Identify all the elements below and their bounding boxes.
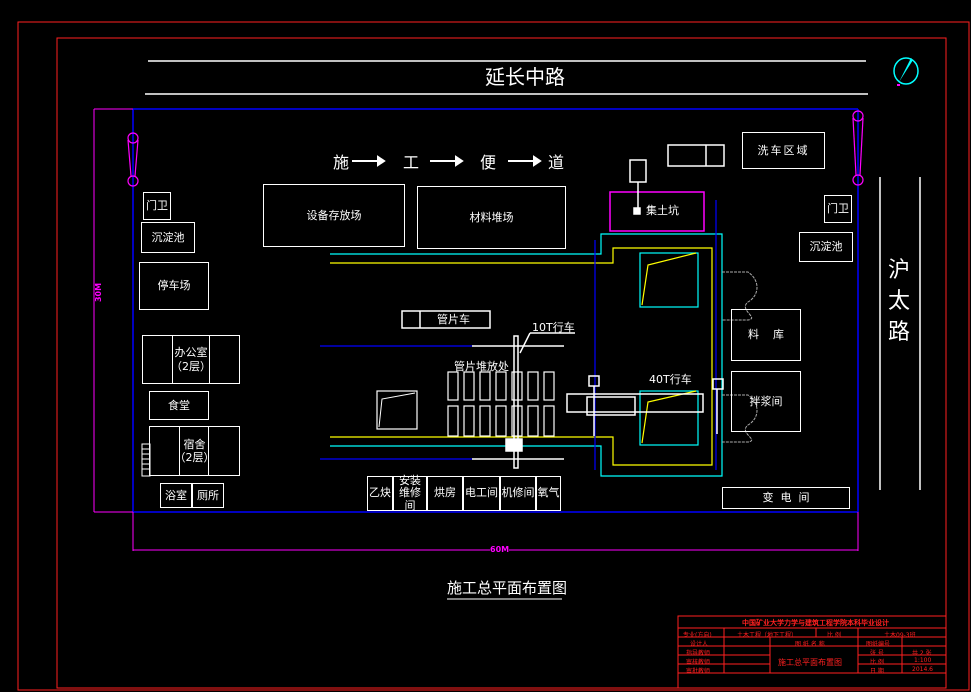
north-road-name: 延长中路 bbox=[485, 65, 565, 89]
crane-40t-icon bbox=[566, 375, 724, 436]
car-wash-area: 洗车区域 bbox=[742, 132, 825, 169]
grout-mixing-room: 拌浆间 bbox=[731, 371, 801, 432]
title-block-grid bbox=[677, 615, 947, 689]
rail-cyan-top bbox=[330, 233, 723, 477]
tb-r1-c3: 图 纸 名 称 bbox=[795, 641, 825, 648]
tb-r2-c3: 施工总平面布置图 bbox=[778, 658, 842, 667]
crane-10t-label: 10T行车 bbox=[532, 321, 575, 334]
material-yard: 材料堆场 bbox=[417, 186, 566, 249]
tb-r2-c4: 张 号 bbox=[870, 650, 884, 657]
toilet: 厕所 bbox=[192, 483, 224, 508]
tb-r0-c3: 比 例 bbox=[827, 632, 841, 639]
title-block-header: 中国矿业大学力学与建筑工程学院本科毕业设计 bbox=[742, 619, 889, 627]
equipment-yard: 设备存放场 bbox=[263, 184, 405, 247]
inner-frame bbox=[56, 37, 947, 689]
office-building: 办公室（2层） bbox=[142, 335, 240, 384]
gate-left: 门卫 bbox=[143, 192, 171, 220]
rail-yellow-top bbox=[330, 247, 713, 466]
crane-40t-label: 40T行车 bbox=[649, 373, 692, 386]
sedimentation-tank-right: 沉淀池 bbox=[799, 232, 853, 262]
substation: 变 电 间 bbox=[722, 487, 850, 509]
acetylene-room: 乙炔 bbox=[367, 476, 393, 511]
gate-left-icon bbox=[127, 132, 139, 187]
soil-pit-outline bbox=[609, 191, 705, 232]
bathroom: 浴室 bbox=[160, 483, 192, 508]
drawing-title: 施工总平面布置图 bbox=[447, 579, 568, 597]
temp-road-char-3: 便 bbox=[480, 153, 497, 172]
dorm-stair-icon bbox=[141, 443, 151, 477]
segment-racks bbox=[447, 371, 555, 437]
dim-vertical-label: 30M bbox=[94, 282, 104, 303]
segment-truck-icon bbox=[401, 310, 491, 329]
north-arrow-icon bbox=[893, 57, 919, 86]
tb-r0-c4: 土木09-3班 bbox=[884, 632, 916, 639]
sedimentation-tank-left: 沉淀池 bbox=[141, 222, 195, 253]
excavator-icon bbox=[629, 159, 647, 215]
temp-road-char-1: 施 bbox=[333, 153, 350, 172]
tb-r4-c5: 2014.6 bbox=[912, 666, 933, 673]
tb-r3-c1: 审核教师 bbox=[686, 659, 711, 666]
material-storage: 料 库 bbox=[731, 309, 801, 361]
dim-horizontal-label: 60M bbox=[490, 545, 510, 554]
electrician-room: 电工间 bbox=[463, 476, 500, 511]
tb-r3-c5: 1:100 bbox=[914, 657, 932, 664]
tb-r4-c4: 日 期 bbox=[870, 668, 884, 675]
temp-road-arrows bbox=[352, 155, 542, 167]
tb-r2-c5: 共 2 张 bbox=[912, 650, 932, 657]
tb-r0-c2: 土木工程（地下工程） bbox=[737, 632, 798, 639]
drying-room: 烘房 bbox=[427, 476, 463, 511]
segment-truck-label: 管片车 bbox=[437, 313, 470, 326]
machine-repair-room: 机修间 bbox=[500, 476, 536, 511]
tb-r4-c1: 审批教师 bbox=[686, 668, 711, 675]
outer-frame bbox=[17, 21, 970, 691]
segment-stack-label: 管片堆放处 bbox=[454, 360, 509, 373]
gate-right: 门卫 bbox=[824, 195, 852, 223]
parking-lot: 停车场 bbox=[139, 262, 209, 310]
soil-pit-label: 集土坑 bbox=[646, 204, 679, 217]
temp-road-char-2: 工 bbox=[403, 153, 420, 172]
canteen: 食堂 bbox=[149, 391, 209, 420]
washing-truck-icon bbox=[667, 144, 725, 167]
tb-r2-c1: 指导教师 bbox=[686, 650, 711, 657]
temp-road-char-4: 道 bbox=[548, 153, 565, 172]
tb-r1-c4: 图纸编号 bbox=[866, 641, 891, 648]
crane-10t-icon bbox=[472, 332, 575, 469]
oxygen-room: 氧气 bbox=[536, 476, 561, 511]
tb-r0-c1: 专业(方向) bbox=[683, 632, 712, 639]
tb-r3-c4: 比 例 bbox=[870, 659, 884, 666]
dormitory: 宿舍（2层） bbox=[149, 426, 240, 476]
east-road-name: 沪 太 路 bbox=[887, 258, 910, 345]
gate-right-icon bbox=[852, 110, 864, 186]
tb-r1-c1: 设计人 bbox=[690, 641, 709, 648]
install-repair-room: 安装维修间 bbox=[393, 474, 427, 512]
